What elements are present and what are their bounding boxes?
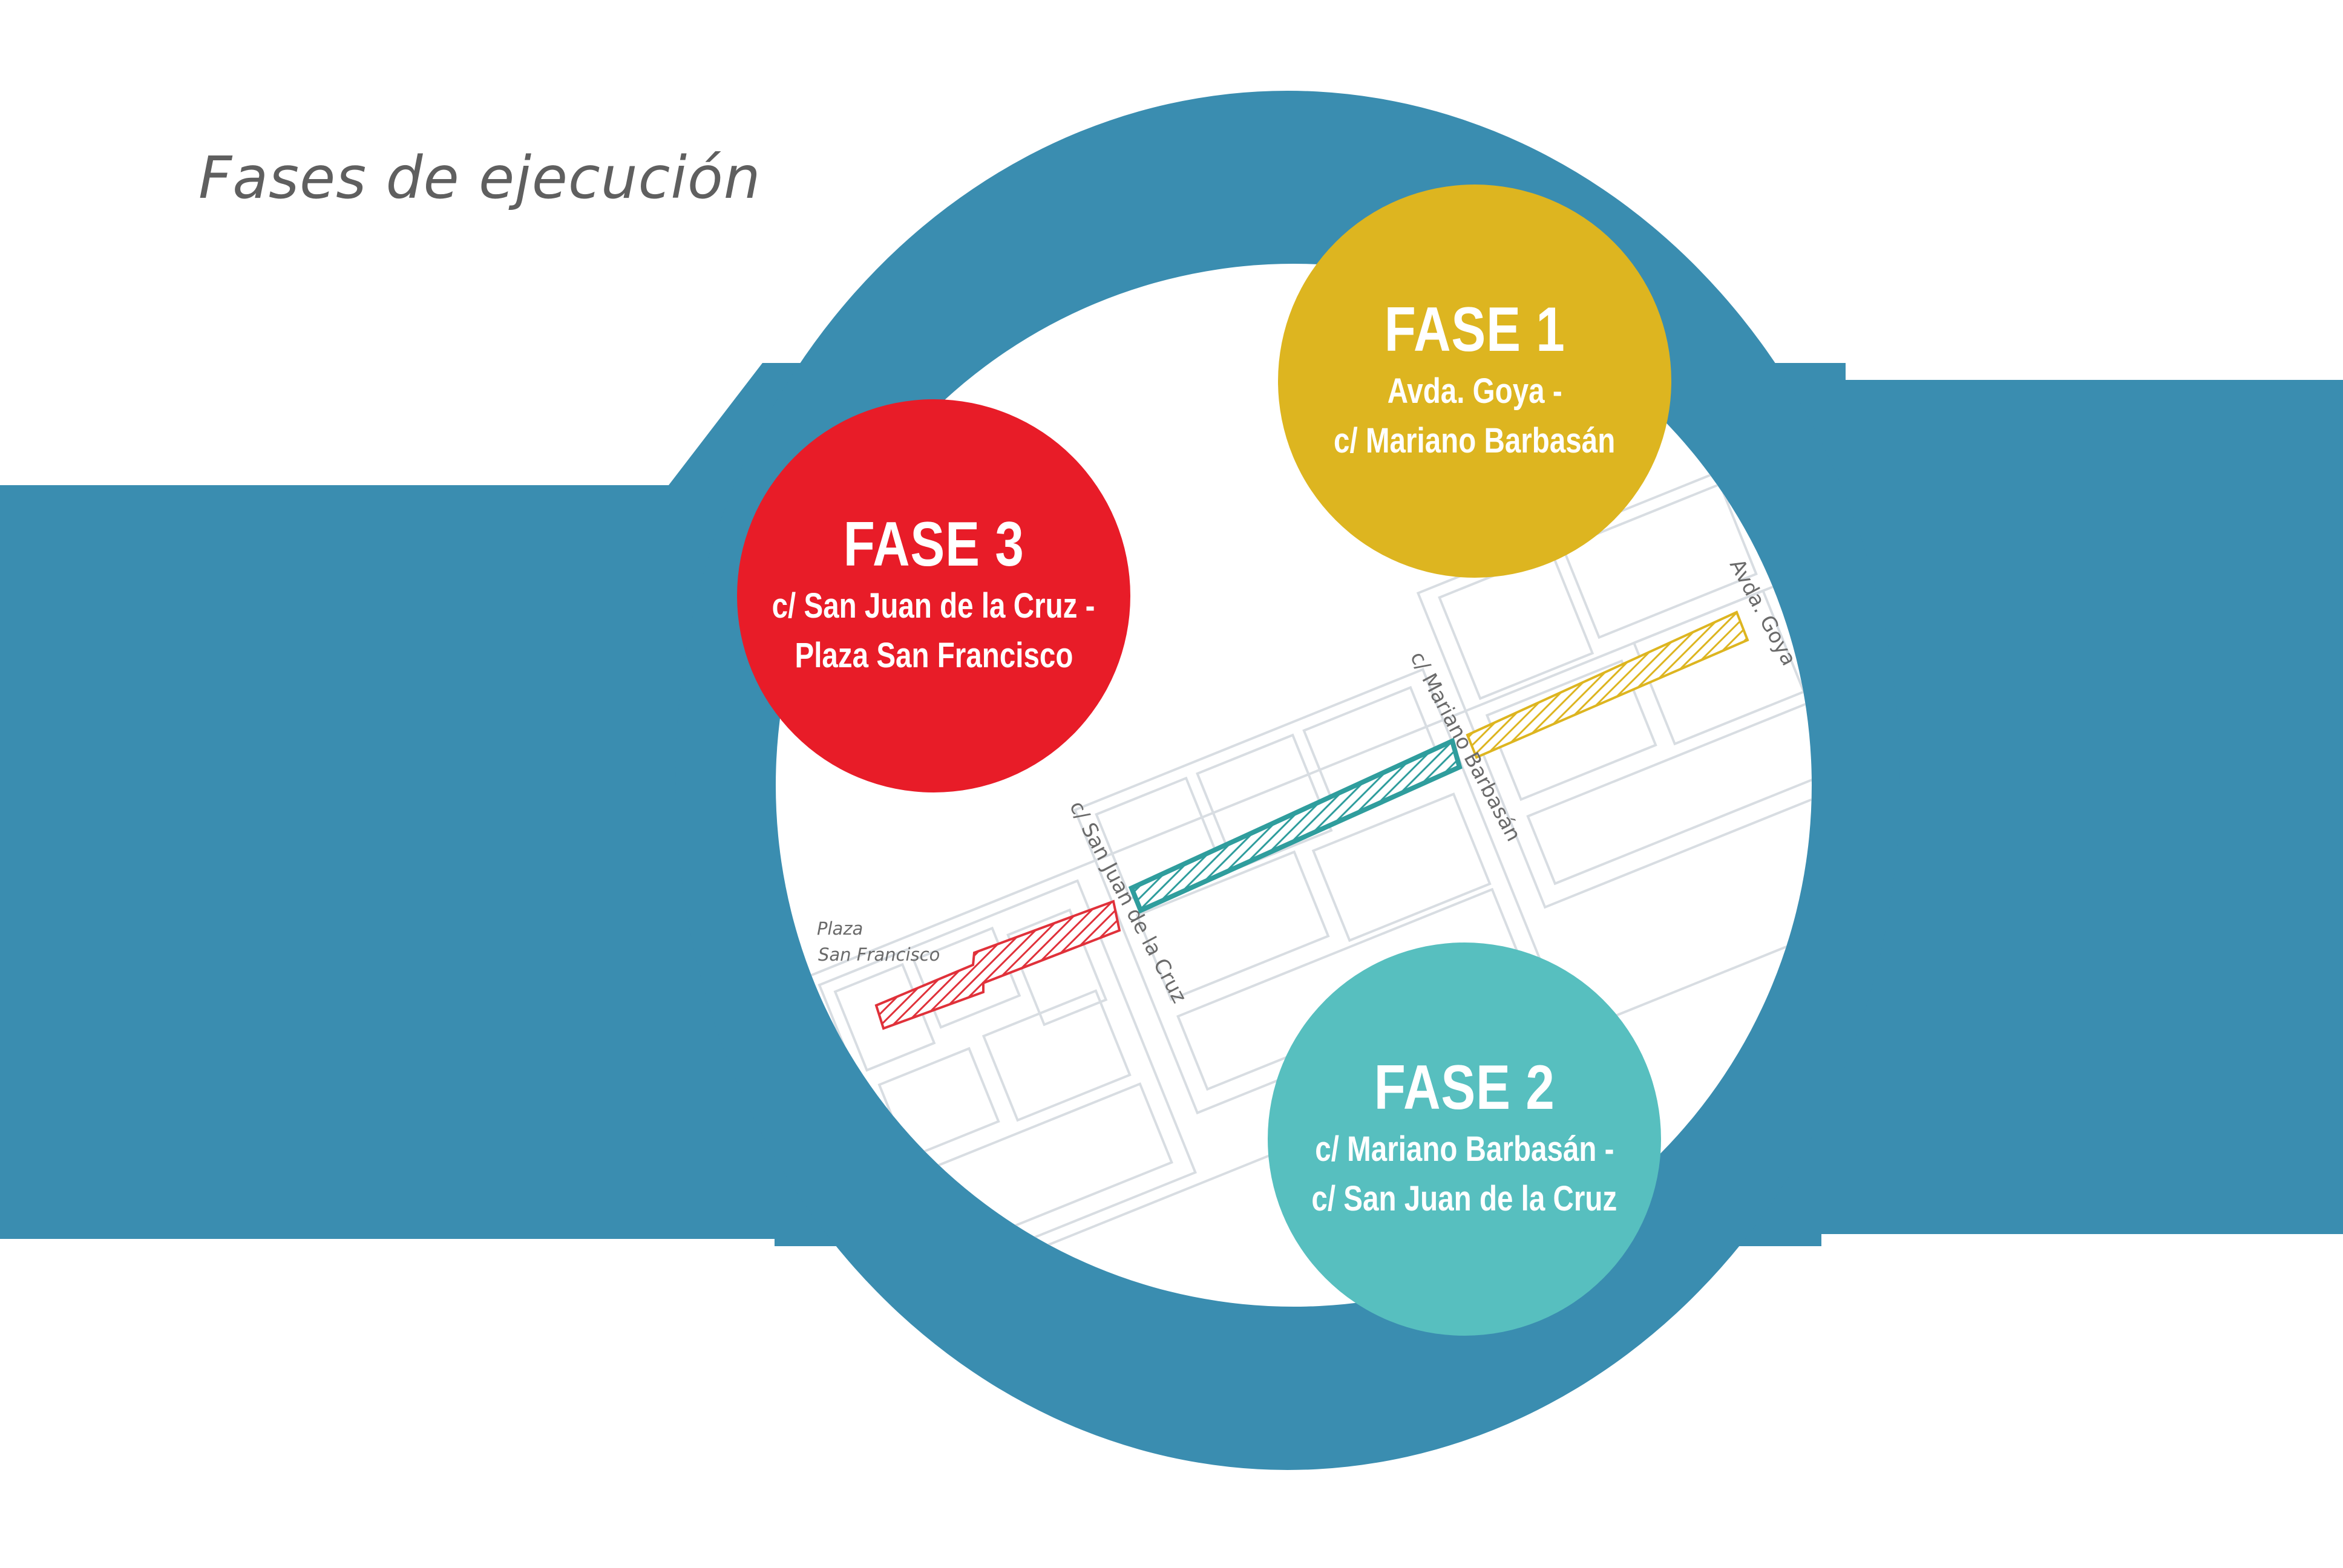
- fase3-line2: Plaza San Francisco: [795, 635, 1073, 675]
- fase2-title: FASE 2: [1374, 1053, 1555, 1123]
- fase3-line1: c/ San Juan de la Cruz -: [772, 586, 1095, 626]
- fase1-title: FASE 1: [1384, 295, 1565, 365]
- fase2-line1: c/ Mariano Barbasán -: [1314, 1129, 1614, 1169]
- fase1-line2: c/ Mariano Barbasán: [1334, 420, 1616, 460]
- fase3-strip: [874, 900, 1121, 1030]
- fase3-title: FASE 3: [843, 509, 1024, 580]
- fase1-strip: [1466, 610, 1749, 759]
- fase2-strip: [1128, 737, 1463, 914]
- fase2-line2: c/ San Juan de la Cruz: [1311, 1178, 1617, 1218]
- label-plaza-line2: San Francisco: [818, 944, 940, 965]
- fase2-circle: FASE 2 c/ Mariano Barbasán - c/ San Juan…: [1268, 942, 1661, 1336]
- fase1-line1: Avda. Goya -: [1387, 371, 1562, 411]
- fase1-circle: FASE 1 Avda. Goya - c/ Mariano Barbasán: [1278, 185, 1671, 578]
- label-plaza-line1: Plaza: [817, 918, 863, 939]
- page-title: Fases de ejecución: [198, 144, 761, 212]
- fase3-circle: FASE 3 c/ San Juan de la Cruz - Plaza Sa…: [737, 399, 1130, 792]
